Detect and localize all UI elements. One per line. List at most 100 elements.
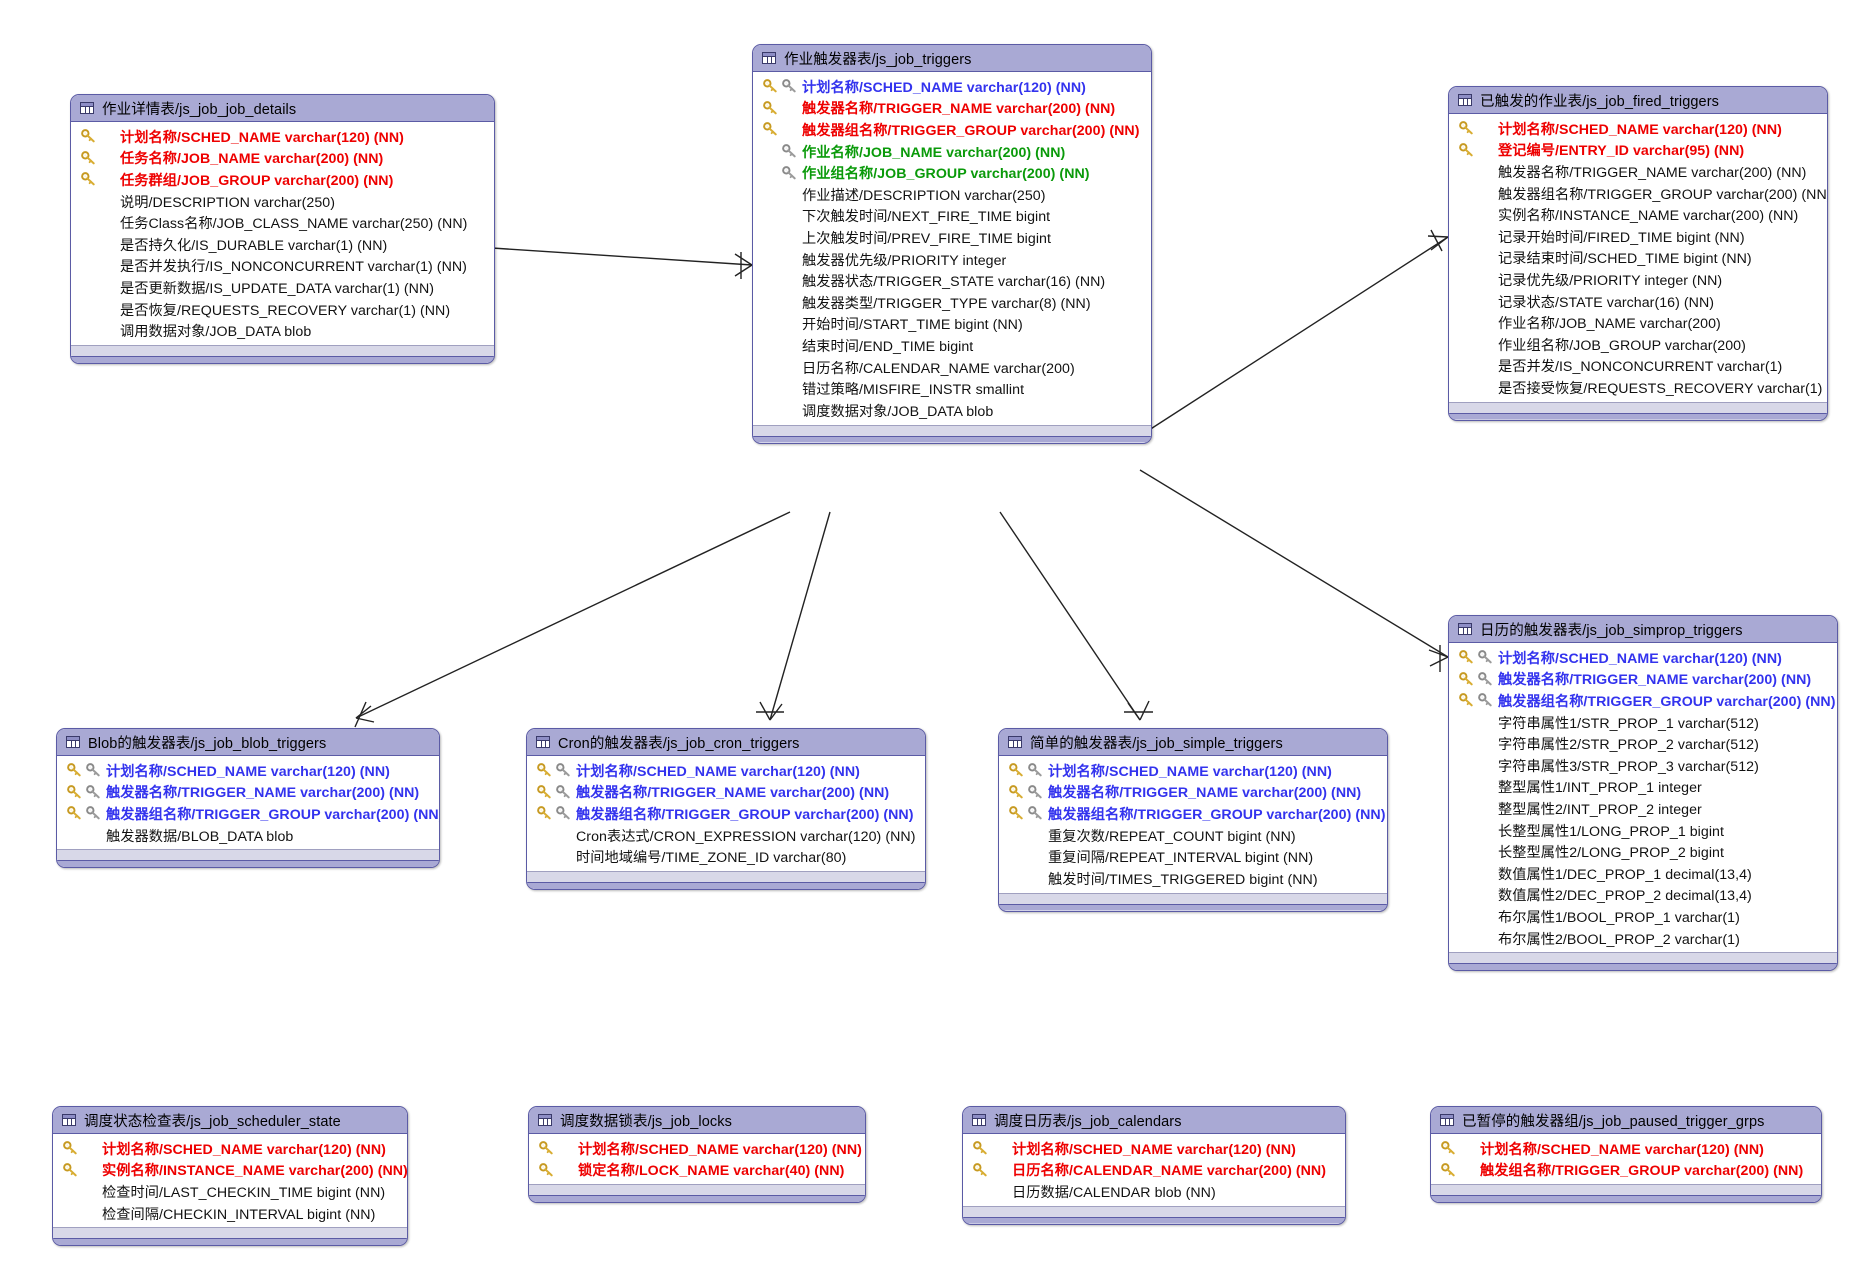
column-row[interactable]: 说明/DESCRIPTION varchar(250) (71, 191, 494, 213)
primary-key-slot (79, 151, 98, 166)
column-row[interactable]: 计划名称/SCHED_NAME varchar(120) (NN) (1449, 118, 1827, 140)
column-row[interactable]: 时间地域编号/TIME_ZONE_ID varchar(80) (527, 846, 925, 868)
column-row[interactable]: 触发器组名称/TRIGGER_GROUP varchar(200) (NN) (1449, 183, 1827, 205)
column-row[interactable]: 计划名称/SCHED_NAME varchar(120) (NN) (1431, 1138, 1821, 1160)
table-js_job_paused_trigger_grps[interactable]: 已暂停的触发器组/js_job_paused_trigger_grps 计划名称… (1430, 1106, 1822, 1204)
primary-key-slot (1457, 693, 1476, 708)
column-row[interactable]: 触发器名称/TRIGGER_NAME varchar(200) (NN) (999, 782, 1387, 804)
column-label: 计划名称/SCHED_NAME varchar(120) (NN) (578, 1141, 862, 1158)
column-row[interactable]: 计划名称/SCHED_NAME varchar(120) (NN) (999, 760, 1387, 782)
column-row[interactable]: 计划名称/SCHED_NAME varchar(120) (NN) (963, 1138, 1345, 1160)
column-label: 作业描述/DESCRIPTION varchar(250) (802, 187, 1046, 204)
column-row[interactable]: 触发时间/TIMES_TRIGGERED bigint (NN) (999, 868, 1387, 890)
table-js_job_cron_triggers[interactable]: Cron的触发器表/js_job_cron_triggers 计划名称/SCHE… (526, 728, 926, 890)
column-row[interactable]: 错过策略/MISFIRE_INSTR smallint (753, 378, 1151, 400)
column-row[interactable]: 日历名称/CALENDAR_NAME varchar(200) (NN) (963, 1160, 1345, 1182)
column-row[interactable]: 触发器组名称/TRIGGER_GROUP varchar(200) (NN) (57, 803, 439, 825)
column-row[interactable]: Cron表达式/CRON_EXPRESSION varchar(120) (NN… (527, 825, 925, 847)
column-row[interactable]: 触发器组名称/TRIGGER_GROUP varchar(200) (NN) (527, 803, 925, 825)
column-row[interactable]: 日历数据/CALENDAR blob (NN) (963, 1181, 1345, 1203)
column-row[interactable]: 作业组名称/JOB_GROUP varchar(200) (1449, 334, 1827, 356)
column-label: 计划名称/SCHED_NAME varchar(120) (NN) (102, 1141, 386, 1158)
column-row[interactable]: 实例名称/INSTANCE_NAME varchar(200) (NN) (53, 1160, 407, 1182)
column-row[interactable]: 触发器状态/TRIGGER_STATE varchar(16) (NN) (753, 270, 1151, 292)
table-js_job_locks[interactable]: 调度数据锁表/js_job_locks 计划名称/SCHED_NAME varc… (528, 1106, 866, 1204)
column-row[interactable]: 布尔属性2/BOOL_PROP_2 varchar(1) (1449, 928, 1837, 950)
gold-key-icon (67, 806, 81, 820)
table-js_job_triggers[interactable]: 作业触发器表/js_job_triggers 计划名称/SCHED_NAME v… (752, 44, 1152, 444)
column-row[interactable]: 触发器名称/TRIGGER_NAME varchar(200) (NN) (1449, 161, 1827, 183)
column-row[interactable]: 重复次数/REPEAT_COUNT bigint (NN) (999, 825, 1387, 847)
column-label: 下次触发时间/NEXT_FIRE_TIME bigint (802, 209, 1051, 226)
column-row[interactable]: 作业组名称/JOB_GROUP varchar(200) (NN) (753, 162, 1151, 184)
gold-key-icon (1009, 785, 1023, 799)
column-row[interactable]: 计划名称/SCHED_NAME varchar(120) (NN) (1449, 647, 1837, 669)
column-row[interactable]: 是否恢复/REQUESTS_RECOVERY varchar(1) (NN) (71, 299, 494, 321)
column-row[interactable]: 触发器名称/TRIGGER_NAME varchar(200) (NN) (1449, 669, 1837, 691)
column-row[interactable]: 整型属性2/INT_PROP_2 integer (1449, 798, 1837, 820)
column-row[interactable]: 数值属性1/DEC_PROP_1 decimal(13,4) (1449, 863, 1837, 885)
column-row[interactable]: 计划名称/SCHED_NAME varchar(120) (NN) (57, 760, 439, 782)
column-row[interactable]: 是否持久化/IS_DURABLE varchar(1) (NN) (71, 234, 494, 256)
primary-key-slot (535, 806, 554, 821)
column-row[interactable]: 记录开始时间/FIRED_TIME bigint (NN) (1449, 226, 1827, 248)
column-label: 时间地域编号/TIME_ZONE_ID varchar(80) (576, 850, 847, 867)
table-js_job_simple_triggers[interactable]: 简单的触发器表/js_job_simple_triggers 计划名称/SCHE… (998, 728, 1388, 912)
column-row[interactable]: 触发器名称/TRIGGER_NAME varchar(200) (NN) (57, 782, 439, 804)
column-row[interactable]: 是否接受恢复/REQUESTS_RECOVERY varchar(1) (1449, 377, 1827, 399)
column-row[interactable]: 计划名称/SCHED_NAME varchar(120) (NN) (527, 760, 925, 782)
column-row[interactable]: 记录结束时间/SCHED_TIME bigint (NN) (1449, 248, 1827, 270)
table-js_job_scheduler_state[interactable]: 调度状态检查表/js_job_scheduler_state 计划名称/SCHE… (52, 1106, 408, 1247)
column-row[interactable]: 锁定名称/LOCK_NAME varchar(40) (NN) (529, 1160, 865, 1182)
column-row[interactable]: 记录状态/STATE varchar(16) (NN) (1449, 291, 1827, 313)
column-row[interactable]: 检查时间/LAST_CHECKIN_TIME bigint (NN) (53, 1181, 407, 1203)
column-row[interactable]: 检查间隔/CHECKIN_INTERVAL bigint (NN) (53, 1203, 407, 1225)
column-row[interactable]: 实例名称/INSTANCE_NAME varchar(200) (NN) (1449, 204, 1827, 226)
column-row[interactable]: 字符串属性2/STR_PROP_2 varchar(512) (1449, 733, 1837, 755)
column-row[interactable]: 触发器名称/TRIGGER_NAME varchar(200) (NN) (527, 782, 925, 804)
column-row[interactable]: 触发器优先级/PRIORITY integer (753, 249, 1151, 271)
column-row[interactable]: 任务名称/JOB_NAME varchar(200) (NN) (71, 148, 494, 170)
column-row[interactable]: 结束时间/END_TIME bigint (753, 335, 1151, 357)
column-row[interactable]: 任务群组/JOB_GROUP varchar(200) (NN) (71, 169, 494, 191)
column-row[interactable]: 字符串属性1/STR_PROP_1 varchar(512) (1449, 712, 1837, 734)
column-row[interactable]: 是否并发/IS_NONCONCURRENT varchar(1) (1449, 356, 1827, 378)
column-row[interactable]: 登记编号/ENTRY_ID varchar(95) (NN) (1449, 140, 1827, 162)
column-row[interactable]: 数值属性2/DEC_PROP_2 decimal(13,4) (1449, 885, 1837, 907)
table-js_job_blob_triggers[interactable]: Blob的触发器表/js_job_blob_triggers 计划名称/SCHE… (56, 728, 440, 869)
column-row[interactable]: 任务Class名称/JOB_CLASS_NAME varchar(250) (N… (71, 212, 494, 234)
column-row[interactable]: 计划名称/SCHED_NAME varchar(120) (NN) (529, 1138, 865, 1160)
column-row[interactable]: 触发器名称/TRIGGER_NAME varchar(200) (NN) (753, 98, 1151, 120)
table-js_job_simprop_triggers[interactable]: 日历的触发器表/js_job_simprop_triggers 计划名称/SCH… (1448, 615, 1838, 972)
column-row[interactable]: 重复间隔/REPEAT_INTERVAL bigint (NN) (999, 846, 1387, 868)
column-row[interactable]: 整型属性1/INT_PROP_1 integer (1449, 777, 1837, 799)
column-row[interactable]: 下次触发时间/NEXT_FIRE_TIME bigint (753, 206, 1151, 228)
column-row[interactable]: 作业描述/DESCRIPTION varchar(250) (753, 184, 1151, 206)
column-row[interactable]: 是否并发执行/IS_NONCONCURRENT varchar(1) (NN) (71, 256, 494, 278)
column-row[interactable]: 触发器组名称/TRIGGER_GROUP varchar(200) (NN) (1449, 690, 1837, 712)
column-row[interactable]: 长整型属性1/LONG_PROP_1 bigint (1449, 820, 1837, 842)
table-js_job_job_details[interactable]: 作业详情表/js_job_job_details 计划名称/SCHED_NAME… (70, 94, 495, 364)
column-row[interactable]: 记录优先级/PRIORITY integer (NN) (1449, 269, 1827, 291)
column-row[interactable]: 是否更新数据/IS_UPDATE_DATA varchar(1) (NN) (71, 277, 494, 299)
column-row[interactable]: 触发器组名称/TRIGGER_GROUP varchar(200) (NN) (999, 803, 1387, 825)
column-row[interactable]: 开始时间/START_TIME bigint (NN) (753, 314, 1151, 336)
column-row[interactable]: 调度数据对象/JOB_DATA blob (753, 400, 1151, 422)
column-row[interactable]: 计划名称/SCHED_NAME varchar(120) (NN) (71, 126, 494, 148)
column-row[interactable]: 长整型属性2/LONG_PROP_2 bigint (1449, 841, 1837, 863)
column-row[interactable]: 触发组名称/TRIGGER_GROUP varchar(200) (NN) (1431, 1160, 1821, 1182)
column-row[interactable]: 触发器组名称/TRIGGER_GROUP varchar(200) (NN) (753, 119, 1151, 141)
column-row[interactable]: 计划名称/SCHED_NAME varchar(120) (NN) (753, 76, 1151, 98)
column-row[interactable]: 调用数据对象/JOB_DATA blob (71, 320, 494, 342)
column-row[interactable]: 上次触发时间/PREV_FIRE_TIME bigint (753, 227, 1151, 249)
column-row[interactable]: 触发器数据/BLOB_DATA blob (57, 825, 439, 847)
column-row[interactable]: 作业名称/JOB_NAME varchar(200) (1449, 312, 1827, 334)
table-js_job_fired_triggers[interactable]: 已触发的作业表/js_job_fired_triggers 计划名称/SCHED… (1448, 86, 1828, 421)
column-row[interactable]: 布尔属性1/BOOL_PROP_1 varchar(1) (1449, 906, 1837, 928)
column-row[interactable]: 作业名称/JOB_NAME varchar(200) (NN) (753, 141, 1151, 163)
column-row[interactable]: 日历名称/CALENDAR_NAME varchar(200) (753, 357, 1151, 379)
column-row[interactable]: 触发器类型/TRIGGER_TYPE varchar(8) (NN) (753, 292, 1151, 314)
column-row[interactable]: 字符串属性3/STR_PROP_3 varchar(512) (1449, 755, 1837, 777)
table-js_job_calendars[interactable]: 调度日历表/js_job_calendars 计划名称/SCHED_NAME v… (962, 1106, 1346, 1225)
column-row[interactable]: 计划名称/SCHED_NAME varchar(120) (NN) (53, 1138, 407, 1160)
